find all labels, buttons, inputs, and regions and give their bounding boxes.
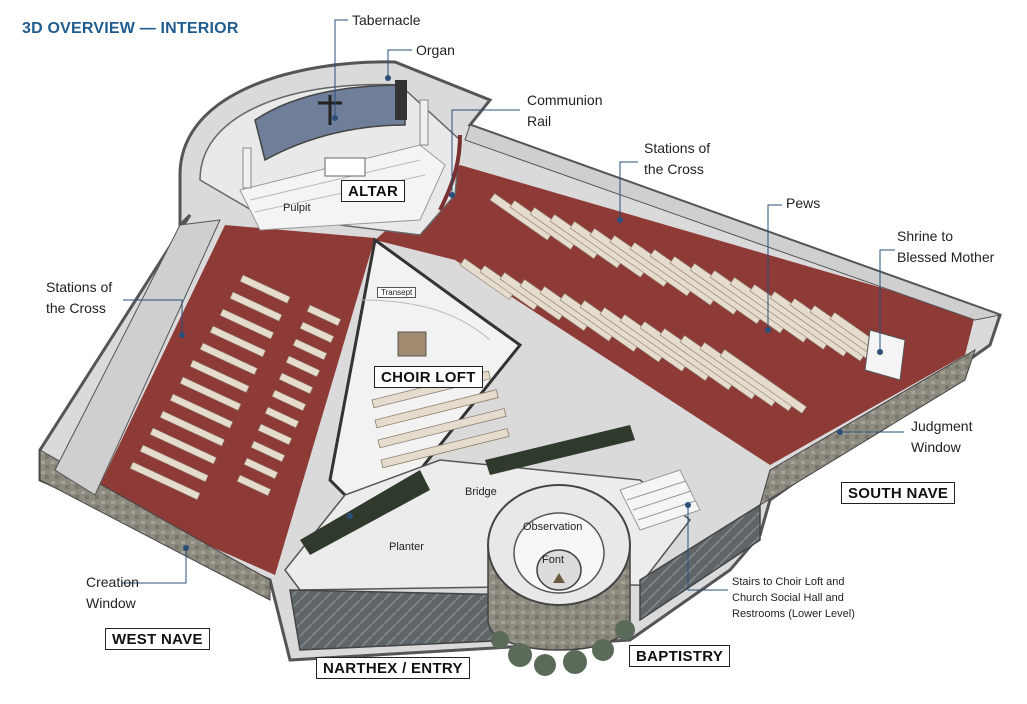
label-observation: Observation [523, 521, 583, 533]
callout-communion-rail: Communion Rail [527, 92, 603, 129]
east-glass [639, 503, 761, 622]
area-choir-loft: CHOIR LOFT [374, 366, 483, 388]
south-nave-pews [459, 193, 901, 414]
label-transept: Transept [377, 287, 417, 298]
stairs [619, 469, 701, 531]
leader-lines [122, 19, 904, 591]
area-baptistry: BAPTISTRY [629, 645, 731, 667]
south-nave-floor [375, 165, 975, 465]
callout-stations-right: Stations of the Cross [644, 140, 711, 177]
planter [300, 470, 430, 555]
callout-stations-left: Stations of the Cross [46, 279, 113, 316]
area-south-nave: SOUTH NAVE [841, 482, 956, 504]
area-west-nave: WEST NAVE [105, 628, 210, 650]
south-wall [759, 348, 976, 507]
callout-stairs: Stairs to Choir Loft and Church Social H… [732, 576, 855, 620]
area-narthex: NARTHEX / ENTRY [316, 657, 470, 679]
baptismal-font [536, 549, 582, 591]
callout-creation-window: Creation Window [86, 574, 139, 611]
west-nave-pews [129, 274, 342, 501]
callout-judgment-window: Judgment Window [911, 418, 973, 455]
leader-dots [179, 75, 883, 551]
west-nave-floor [95, 225, 375, 575]
label-planter: Planter [389, 541, 424, 553]
label-font: Font [542, 554, 565, 566]
callout-organ: Organ [416, 42, 455, 58]
label-pulpit: Pulpit [283, 202, 311, 214]
callout-pews: Pews [786, 195, 821, 211]
label-bridge: Bridge [465, 486, 497, 498]
area-altar: ALTAR [341, 180, 406, 202]
shrubs [491, 620, 635, 676]
callout-shrine: Shrine to Blessed Mother [897, 228, 995, 265]
callout-tabernacle: Tabernacle [352, 12, 421, 28]
narthex-glass [289, 589, 521, 651]
page-title: 3D OVERVIEW — INTERIOR [22, 20, 239, 37]
